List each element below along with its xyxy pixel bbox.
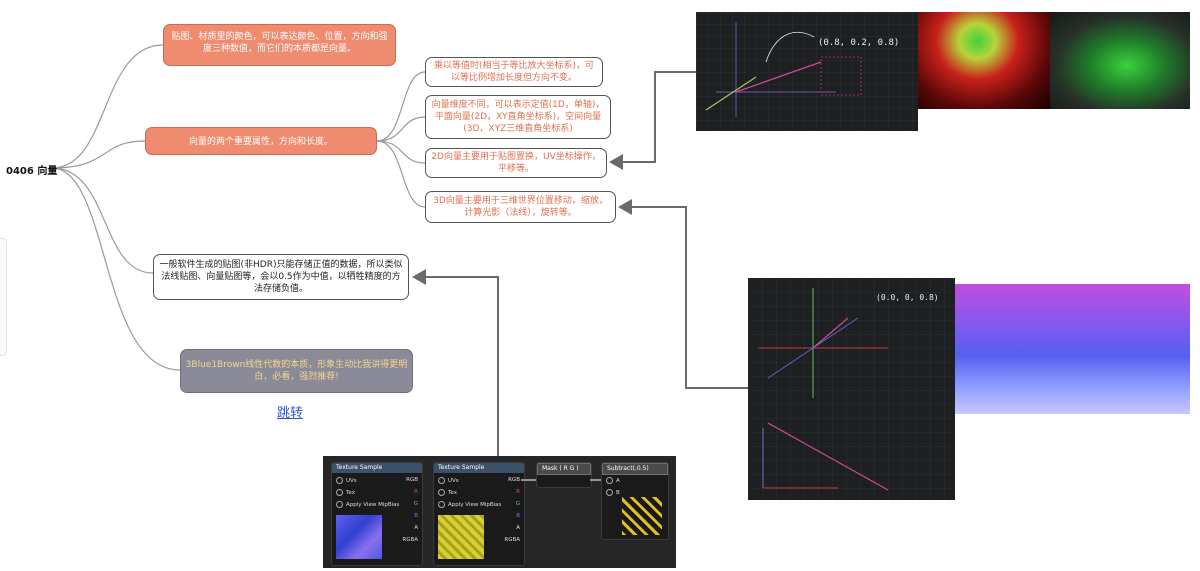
subtopic-3d-vector-text: 3D向量主要用于三维世界位置移动，缩放，计算光影（法线），旋转等。 — [433, 196, 608, 218]
jump-link[interactable]: 跳转 — [277, 406, 304, 421]
subtract-preview — [622, 497, 662, 535]
node2-input-mip: Apply View MipBias — [448, 502, 502, 508]
image-green-vector-field — [1050, 12, 1190, 109]
image-red-green-pixels — [918, 12, 1050, 109]
topic-texture-storage[interactable]: 一般软件生成的贴图(非HDR)只能存储正值的数据，所以类似法线贴图、向量贴图等，… — [153, 254, 409, 300]
node1-output-g: G — [413, 501, 418, 507]
texture-sample-node-2[interactable]: Texture Sample UVs Tex Apply View MipBia… — [433, 462, 525, 566]
pin-dot-icon — [336, 501, 343, 508]
pin-dot-icon — [438, 489, 445, 496]
topic-texture-storage-text: 一般软件生成的贴图(非HDR)只能存储正值的数据，所以类似法线贴图、向量贴图等，… — [159, 260, 403, 294]
node2-output-g: G — [515, 501, 520, 507]
top-annotation: (0.8, 0.2, 0.8) — [818, 38, 899, 48]
vector-sketch-3d: (0.0, 0, 0.8) — [748, 278, 955, 500]
image-3d-vector-graph: (0.0, 0, 0.8) — [748, 278, 955, 500]
subtopic-dimensions[interactable]: 向量维度不同，可以表示定值(1D，单轴)，平面向量(2D，XY直角坐标系)，空间… — [425, 95, 611, 139]
node1-input-uvs: UVs — [346, 478, 357, 484]
material-graph-panel: Texture Sample UVs Tex Apply View MipBia… — [323, 456, 676, 568]
left-edge-panel — [0, 238, 7, 356]
node4-title: Subtract(,0.5) — [602, 463, 668, 475]
texture-sample-node-1[interactable]: Texture Sample UVs Tex Apply View MipBia… — [331, 462, 423, 566]
subtopic-3d-vector[interactable]: 3D向量主要用于三维世界位置移动，缩放，计算光影（法线），旋转等。 — [425, 191, 616, 223]
vector-sketch-top: (0.8, 0.2, 0.8) — [696, 12, 918, 131]
topic-color-vector-text: 贴图、材质里的颜色，可以表达颜色、位置，方向和强度三种数值，而它们的本质都是向量… — [171, 32, 388, 54]
node1-title: Texture Sample — [332, 463, 422, 473]
pin-dot-icon — [438, 501, 445, 508]
image-2d-vector-graph: (0.8, 0.2, 0.8) — [696, 12, 918, 131]
node2-output-r: R — [516, 489, 520, 495]
topic-vector-properties[interactable]: 向量的两个重要属性，方向和长度。 — [145, 127, 377, 155]
pin-dot-icon — [438, 477, 445, 484]
node4-input-a: A — [616, 478, 620, 484]
node2-title: Texture Sample — [434, 463, 524, 473]
subtopic-2d-vector[interactable]: 2D向量主要用于贴图置换，UV坐标操作，平移等。 — [425, 148, 607, 178]
node1-input-mip: Apply View MipBias — [346, 502, 400, 508]
pin-dot-icon — [606, 489, 613, 496]
node1-output-rgba: RGBA — [402, 537, 418, 543]
topic-3blue1brown[interactable]: 3Blue1Brown线性代数的本质，形象生动比我讲得更明白，必看，强烈推荐! — [180, 349, 413, 393]
node2-output-rgb: RGB — [508, 477, 520, 483]
mid-annotation: (0.0, 0, 0.8) — [876, 293, 939, 302]
node2-output-rgba: RGBA — [504, 537, 520, 543]
node1-output-a: A — [414, 525, 418, 531]
node1-output-r: R — [414, 489, 418, 495]
subtract-node[interactable]: Subtract(,0.5) A B — [601, 462, 669, 540]
material-wires — [521, 479, 601, 481]
node1-output-b: B — [414, 513, 418, 519]
subtopic-dimensions-text: 向量维度不同，可以表示定值(1D，单轴)，平面向量(2D，XY直角坐标系)，空间… — [431, 100, 605, 134]
topic-color-vector[interactable]: 贴图、材质里的颜色，可以表达颜色、位置，方向和强度三种数值，而它们的本质都是向量… — [163, 24, 396, 66]
pin-dot-icon — [606, 477, 613, 484]
subtopic-2d-vector-text: 2D向量主要用于贴图置换，UV坐标操作，平移等。 — [431, 152, 601, 174]
texture-preview-yellow — [438, 515, 484, 559]
node3-title: Mask ( R G ) — [537, 463, 591, 475]
subtopic-scaling[interactable]: 乘以等值时(相当于等比放大坐标系)，可以等比例增加长度但方向不变。 — [425, 57, 603, 87]
texture-preview-normal — [336, 515, 382, 559]
node2-input-uvs: UVs — [448, 478, 459, 484]
subtopic-scaling-text: 乘以等值时(相当于等比放大坐标系)，可以等比例增加长度但方向不变。 — [433, 61, 595, 83]
image-purple-vector-field — [955, 284, 1190, 414]
pin-dot-icon — [336, 489, 343, 496]
node2-input-tex: Tex — [448, 490, 457, 496]
topic-vector-properties-text: 向量的两个重要属性，方向和长度。 — [188, 137, 333, 147]
node1-input-tex: Tex — [346, 490, 355, 496]
pin-dot-icon — [336, 477, 343, 484]
topic-3blue1brown-text: 3Blue1Brown线性代数的本质，形象生动比我讲得更明白，必看，强烈推荐! — [185, 360, 408, 382]
node2-output-b: B — [516, 513, 520, 519]
node1-output-rgb: RGB — [406, 477, 418, 483]
root-topic[interactable]: 0406 向量 — [6, 166, 58, 177]
node2-output-a: A — [516, 525, 520, 531]
node4-input-b: B — [616, 490, 620, 496]
mask-rg-node[interactable]: Mask ( R G ) — [536, 462, 592, 488]
